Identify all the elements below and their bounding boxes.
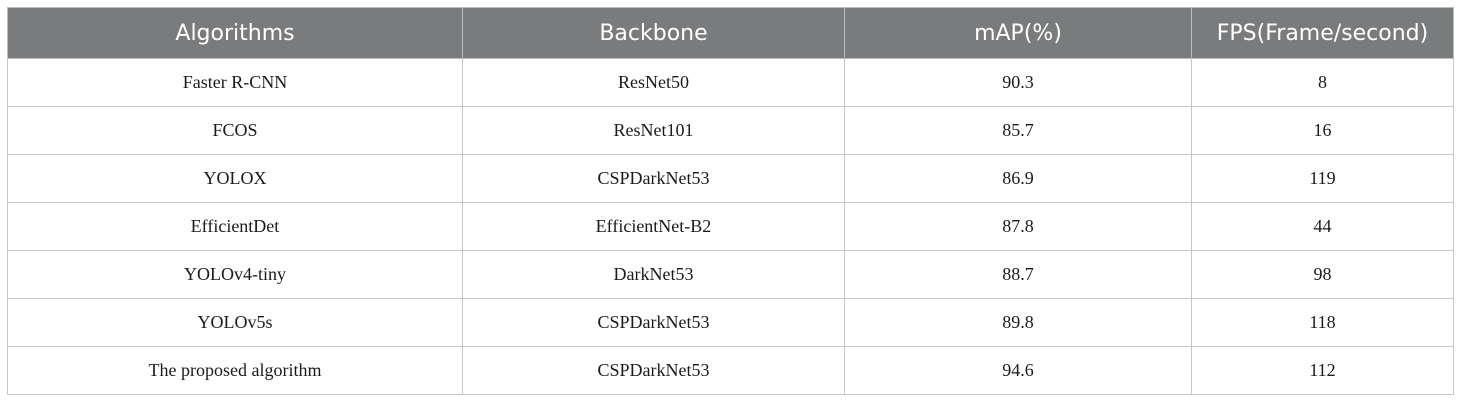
header-algorithms: Algorithms	[7, 7, 463, 59]
table-header: Algorithms Backbone mAP(%) FPS(Frame/sec…	[7, 7, 1454, 59]
table-row: FCOS ResNet101 85.7 16	[7, 106, 1454, 155]
cell-algorithm: Faster R-CNN	[7, 58, 463, 107]
header-fps: FPS(Frame/second)	[1191, 7, 1454, 59]
cell-backbone: ResNet101	[462, 106, 845, 155]
cell-algorithm: YOLOX	[7, 154, 463, 203]
header-row: Algorithms Backbone mAP(%) FPS(Frame/sec…	[7, 7, 1454, 59]
table-row: Faster R-CNN ResNet50 90.3 8	[7, 58, 1454, 107]
cell-backbone: CSPDarkNet53	[462, 346, 845, 395]
cell-fps: 16	[1191, 106, 1454, 155]
cell-fps: 112	[1191, 346, 1454, 395]
cell-algorithm: The proposed algorithm	[7, 346, 463, 395]
cell-backbone: CSPDarkNet53	[462, 298, 845, 347]
cell-algorithm: YOLOv5s	[7, 298, 463, 347]
cell-map: 86.9	[844, 154, 1192, 203]
cell-algorithm: FCOS	[7, 106, 463, 155]
cell-backbone: CSPDarkNet53	[462, 154, 845, 203]
table-row: EfficientDet EfficientNet-B2 87.8 44	[7, 202, 1454, 251]
table-row: The proposed algorithm CSPDarkNet53 94.6…	[7, 346, 1454, 395]
table-body: Faster R-CNN ResNet50 90.3 8 FCOS ResNet…	[7, 58, 1454, 395]
cell-map: 89.8	[844, 298, 1192, 347]
header-map: mAP(%)	[844, 7, 1192, 59]
cell-map: 88.7	[844, 250, 1192, 299]
header-backbone: Backbone	[462, 7, 845, 59]
cell-backbone: EfficientNet-B2	[462, 202, 845, 251]
cell-map: 87.8	[844, 202, 1192, 251]
cell-algorithm: EfficientDet	[7, 202, 463, 251]
table-row: YOLOv4-tiny DarkNet53 88.7 98	[7, 250, 1454, 299]
table-row: YOLOX CSPDarkNet53 86.9 119	[7, 154, 1454, 203]
cell-map: 94.6	[844, 346, 1192, 395]
cell-backbone: ResNet50	[462, 58, 845, 107]
cell-fps: 44	[1191, 202, 1454, 251]
cell-map: 90.3	[844, 58, 1192, 107]
cell-fps: 118	[1191, 298, 1454, 347]
cell-fps: 8	[1191, 58, 1454, 107]
cell-algorithm: YOLOv4-tiny	[7, 250, 463, 299]
comparison-table: Algorithms Backbone mAP(%) FPS(Frame/sec…	[7, 7, 1454, 395]
cell-map: 85.7	[844, 106, 1192, 155]
cell-fps: 98	[1191, 250, 1454, 299]
table-row: YOLOv5s CSPDarkNet53 89.8 118	[7, 298, 1454, 347]
cell-fps: 119	[1191, 154, 1454, 203]
cell-backbone: DarkNet53	[462, 250, 845, 299]
